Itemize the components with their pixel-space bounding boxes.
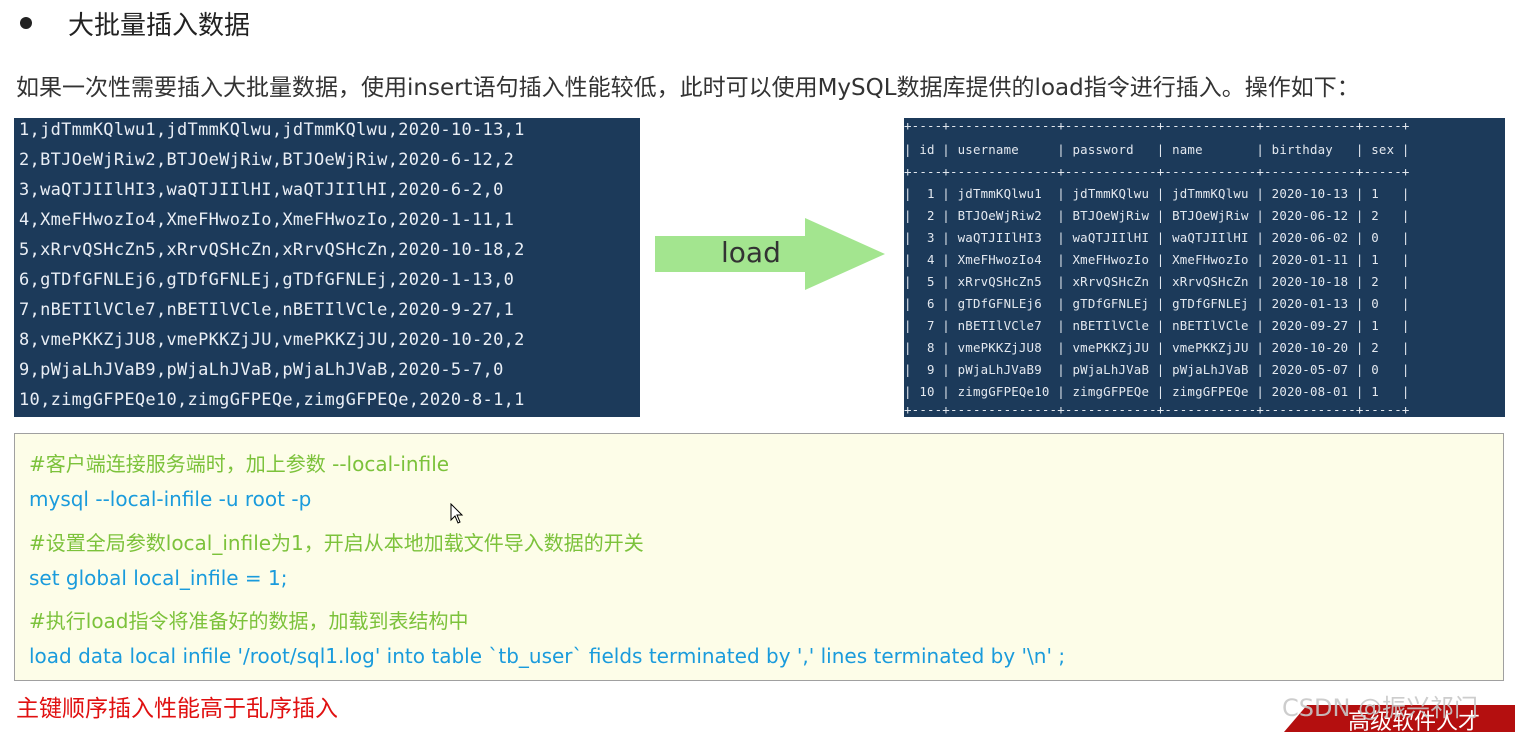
raw-line: 7,nBETIlVCle7,nBETIlVCle,nBETIlVCle,2020… bbox=[19, 300, 515, 320]
code-command: set global local_infile = 1; bbox=[29, 566, 288, 590]
raw-line: 5,xRrvQSHcZn5,xRrvQSHcZn,xRrvQSHcZn,2020… bbox=[19, 240, 525, 260]
table-row: | 9 | pWjaLhJVaB9 | pWjaLhJVaB | pWjaLhJ… bbox=[904, 362, 1410, 377]
table-row: | 3 | waQTJIIlHI3 | waQTJIIlHI | waQTJII… bbox=[904, 230, 1410, 245]
raw-line: 9,pWjaLhJVaB9,pWjaLhJVaB,pWjaLhJVaB,2020… bbox=[19, 360, 504, 380]
raw-line: 8,vmePKKZjJU8,vmePKKZjJU,vmePKKZjJU,2020… bbox=[19, 330, 525, 350]
table-row: | 2 | BTJOeWjRiw2 | BTJOeWjRiw | BTJOeWj… bbox=[904, 208, 1410, 223]
code-block: #客户端连接服务端时，加上参数 --local-infile mysql --l… bbox=[14, 433, 1504, 681]
table-row: | 4 | XmeFHwozIo4 | XmeFHwozIo | XmeFHwo… bbox=[904, 252, 1410, 267]
arrow-label: load bbox=[721, 236, 781, 269]
raw-line: 2,BTJOeWjRiw2,BTJOeWjRiw,BTJOeWjRiw,2020… bbox=[19, 150, 515, 170]
raw-line: 1,jdTmmKQlwu1,jdTmmKQlwu,jdTmmKQlwu,2020… bbox=[19, 120, 525, 140]
corner-banner-text: 高级软件人才 bbox=[1348, 710, 1481, 735]
bullet-dot bbox=[20, 17, 32, 29]
raw-line: 4,XmeFHwozIo4,XmeFHwozIo,XmeFHwozIo,2020… bbox=[19, 210, 515, 230]
table-row: | 8 | vmePKKZjJU8 | vmePKKZjJU | vmePKKZ… bbox=[904, 340, 1410, 355]
slide-title: 大批量插入数据 bbox=[68, 11, 251, 41]
raw-data-panel: 1,jdTmmKQlwu1,jdTmmKQlwu,jdTmmKQlwu,2020… bbox=[14, 118, 640, 417]
table-row: | 1 | jdTmmKQlwu1 | jdTmmKQlwu | jdTmmKQ… bbox=[904, 186, 1410, 201]
code-comment: #执行load指令将准备好的数据，加载到表结构中 bbox=[29, 609, 469, 633]
table-border: +----+--------------+------------+------… bbox=[904, 118, 1410, 133]
table-border: +----+--------------+------------+------… bbox=[904, 164, 1410, 179]
load-arrow: load bbox=[655, 216, 887, 292]
corner-banner bbox=[1284, 705, 1515, 732]
raw-line: 3,waQTJIIlHI3,waQTJIIlHI,waQTJIIlHI,2020… bbox=[19, 180, 504, 200]
right-arrow-icon bbox=[655, 218, 885, 290]
code-comment: #客户端连接服务端时，加上参数 --local-infile bbox=[29, 452, 450, 476]
watermark: CSDN @振兴祁门 bbox=[1282, 694, 1479, 722]
raw-line: 10,zimgGFPEQe10,zimgGFPEQe,zimgGFPEQe,20… bbox=[19, 390, 525, 410]
code-comment: #设置全局参数local_infile为1，开启从本地加载文件导入数据的开关 bbox=[29, 531, 644, 555]
note-text: 主键顺序插入性能高于乱序插入 bbox=[16, 696, 338, 722]
table-header: | id | username | password | name | birt… bbox=[904, 142, 1410, 157]
table-row: | 6 | gTDfGFNLEj6 | gTDfGFNLEj | gTDfGFN… bbox=[904, 296, 1410, 311]
code-command: load data local infile '/root/sql1.log' … bbox=[29, 644, 1066, 668]
raw-line: 6,gTDfGFNLEj6,gTDfGFNLEj,gTDfGFNLEj,2020… bbox=[19, 270, 515, 290]
result-table-panel: +----+--------------+------------+------… bbox=[904, 118, 1505, 417]
table-row: | 5 | xRrvQSHcZn5 | xRrvQSHcZn | xRrvQSH… bbox=[904, 274, 1410, 289]
intro-text: 如果一次性需要插入大批量数据，使用insert语句插入性能较低，此时可以使用My… bbox=[16, 75, 1360, 101]
mouse-cursor-icon bbox=[450, 503, 464, 524]
code-command: mysql --local-infile -u root -p bbox=[29, 487, 312, 511]
table-row: | 10 | zimgGFPEQe10 | zimgGFPEQe | zimgG… bbox=[904, 384, 1410, 399]
table-row: | 7 | nBETIlVCle7 | nBETIlVCle | nBETIlV… bbox=[904, 318, 1410, 333]
table-border: +----+--------------+------------+------… bbox=[904, 402, 1410, 417]
